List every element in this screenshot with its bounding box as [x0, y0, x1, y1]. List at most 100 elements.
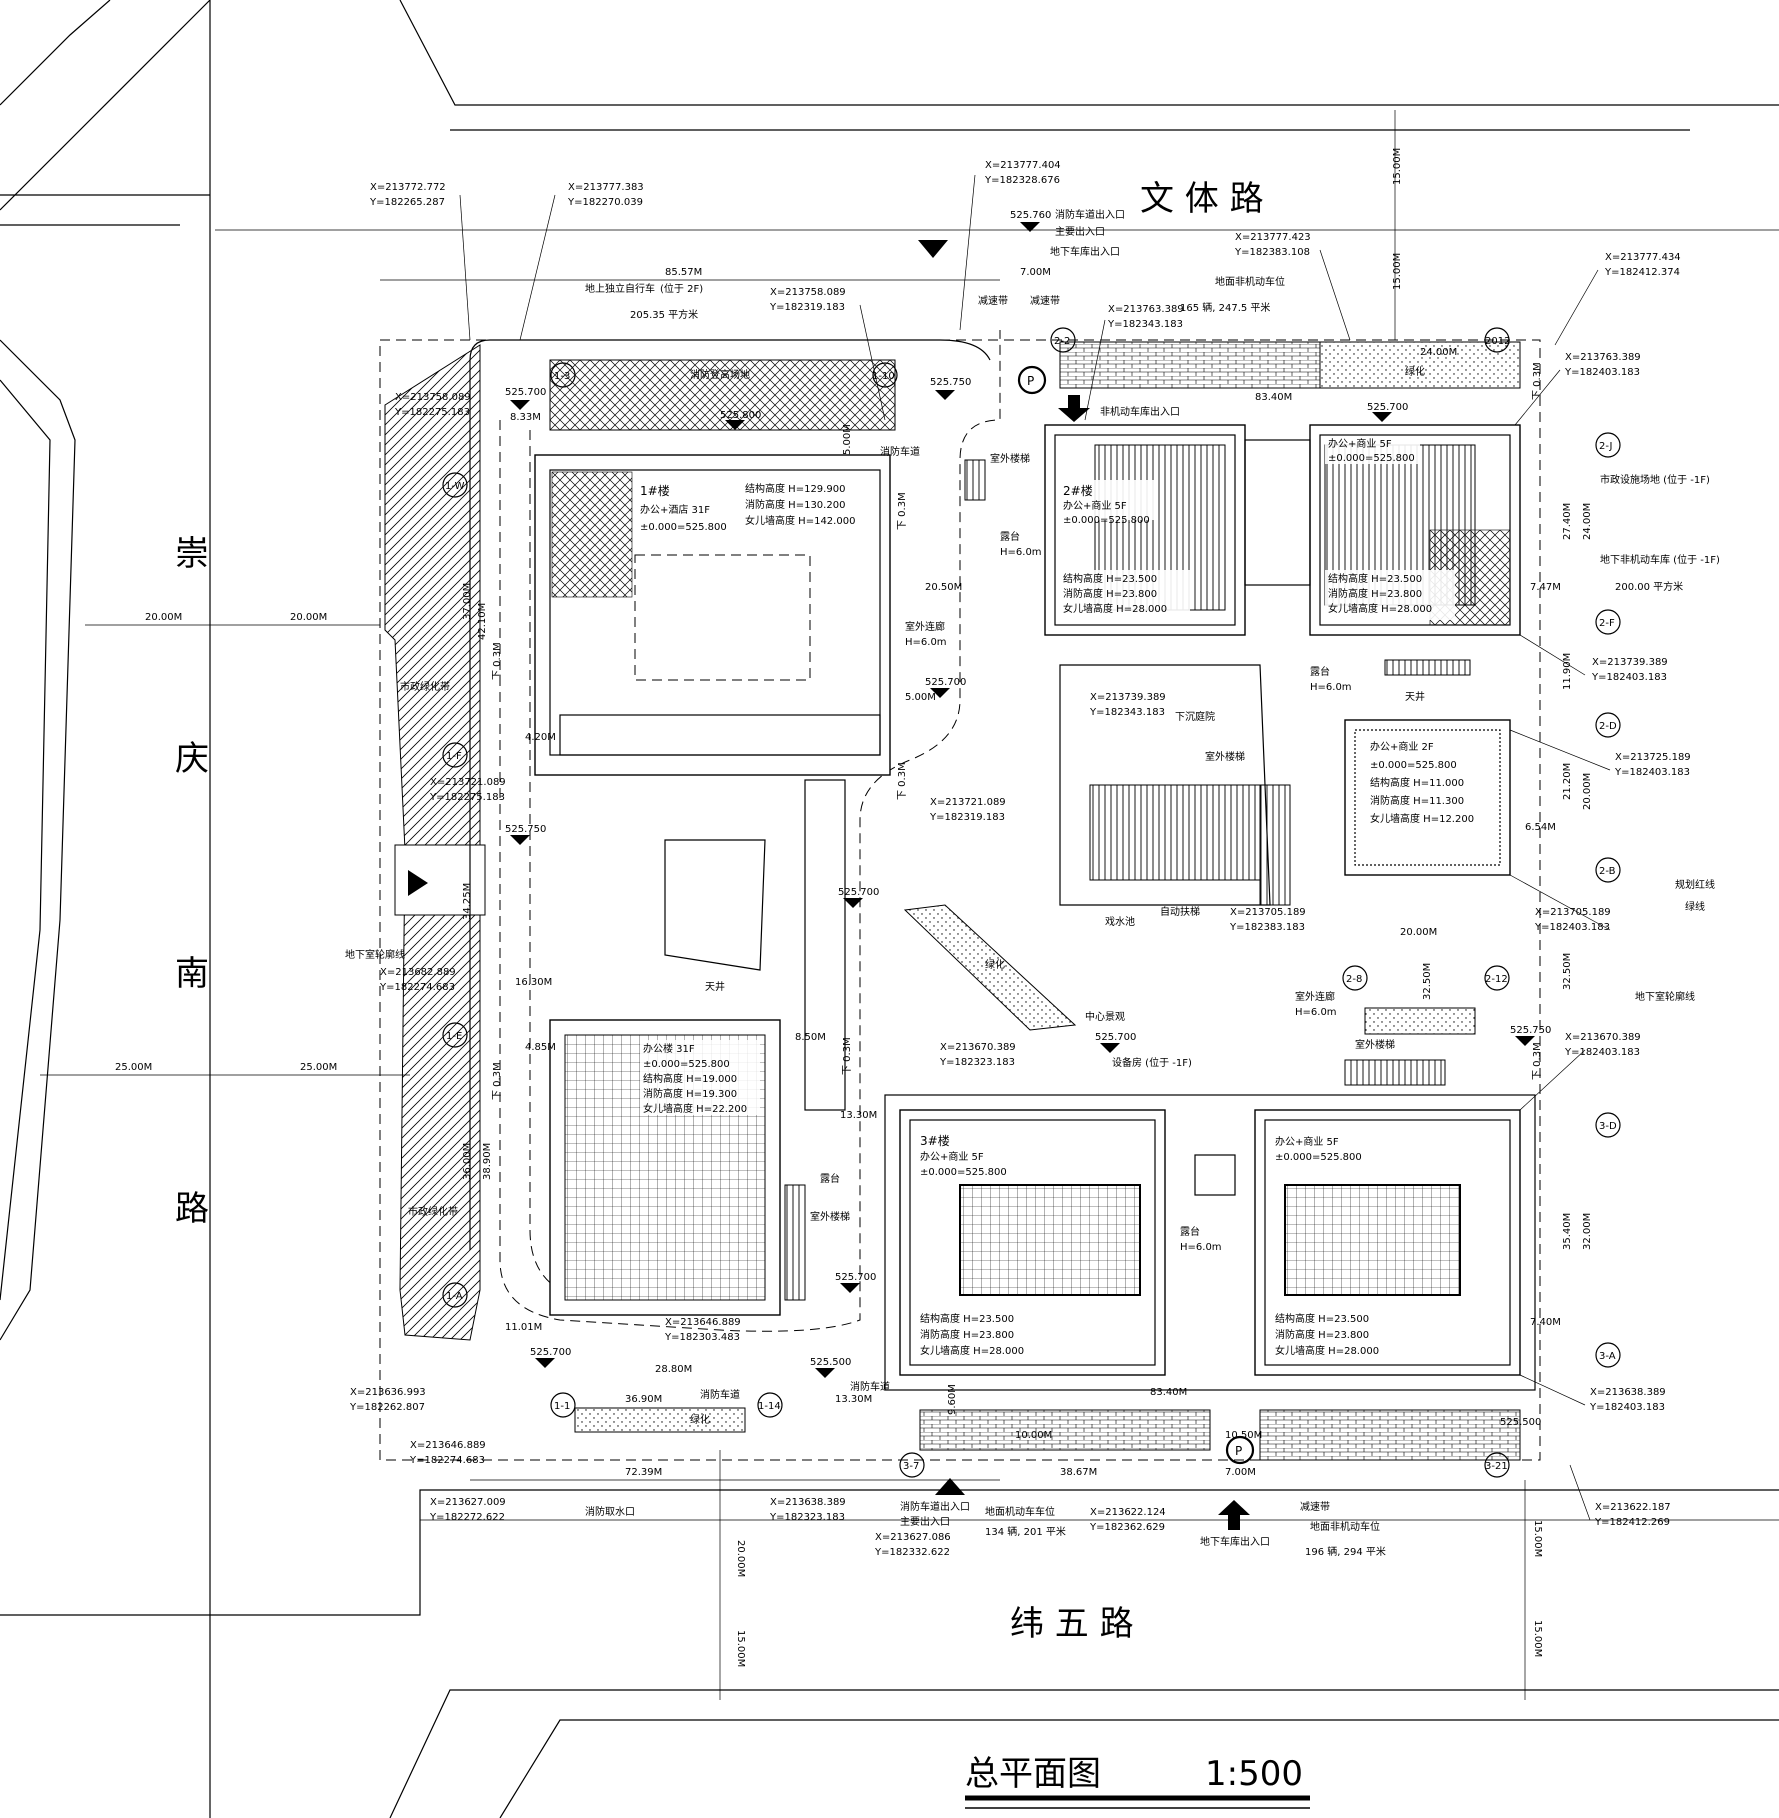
label-redline-2: 绿线	[1685, 900, 1705, 913]
coord-c15-x: X=213705.189	[1535, 907, 1611, 918]
b2a-h1: 结构高度 H=23.500	[1063, 572, 1157, 585]
building-1-podium: 办公楼 31F ±0.000=525.800 结构高度 H=19.000 消防高…	[549, 1019, 781, 1316]
dim-3540: 35.40M	[1562, 1213, 1573, 1250]
dim-1190: 11.90M	[1562, 653, 1573, 690]
road-name-west-1: 崇	[175, 534, 209, 574]
coordinate-labels: X=213772.772 Y=182265.287 X=213777.383 Y…	[349, 160, 1691, 1558]
central-landscape-label: 绿化	[985, 958, 1005, 971]
coord-c13-x: X=213721.089	[430, 777, 506, 788]
label-ug-exit-n: 地下车库出入口	[1050, 245, 1120, 258]
b3-podium-outline	[884, 1094, 1536, 1391]
coord-c8-x: X=213763.389	[1565, 352, 1641, 363]
dim-1101: 11.01M	[505, 1322, 542, 1333]
label-above-bike: (位于 2F)	[660, 282, 703, 295]
b1-use: 办公+酒店 31F	[640, 503, 710, 516]
dim-850: 8.50M	[795, 1032, 826, 1043]
label-bike-entry: 非机动车库出入口	[1100, 405, 1180, 418]
b2c-use: 办公+商业 2F	[1370, 740, 1434, 753]
axis-1f: 1-F	[446, 751, 462, 762]
coord-c28-y: Y=182412.269	[1594, 1517, 1670, 1528]
skylight-1-label: 天井	[705, 980, 725, 993]
dim-654: 6.54M	[1525, 822, 1556, 833]
b2a-h2: 消防高度 H=23.800	[1063, 587, 1157, 600]
coord-c27-x: X=213622.124	[1090, 1507, 1166, 1518]
down-03-b: 下 0.3M	[492, 642, 503, 680]
coord-c19-x: X=213670.389	[1565, 1032, 1641, 1043]
dim-2050: 20.50M	[925, 582, 962, 593]
label-ug-line: 地下室轮廓线	[345, 948, 405, 961]
label-corridor-2-h: H=6.0m	[1295, 1007, 1337, 1018]
road-name-west-2: 庆	[175, 739, 209, 779]
label-main-entry-n: 主要出入口	[1055, 225, 1105, 238]
label-platform-3: 露台	[820, 1172, 840, 1185]
site-entry-arrow-west	[408, 870, 428, 896]
entry-arrow-south	[935, 1478, 965, 1495]
dim-3690: 36.90M	[625, 1394, 662, 1405]
axis-110: 1-10	[872, 371, 895, 382]
dim-north-bottom: 15.00M	[1392, 253, 1403, 290]
coord-c16-x: X=213705.189	[1230, 907, 1306, 918]
dim-west-b1: 25.00M	[115, 1062, 152, 1073]
sunken-plaza: 下沉庭院 室外楼梯 自动扶梯 戏水池	[1059, 664, 1291, 928]
coord-c24-y: Y=182272.622	[429, 1512, 505, 1523]
coord-c12-y: Y=182403.183	[1614, 767, 1690, 778]
down-03-g: 下 0.3M	[1532, 362, 1543, 400]
building-3b: 办公+商业 5F ±0.000=525.800 结构高度 H=23.500 消防…	[1254, 1109, 1521, 1376]
dim-4210: 42.10M	[477, 603, 488, 640]
coord-c7-y: Y=182343.183	[1107, 319, 1183, 330]
label-fire-lane-1: 消防车道	[880, 445, 920, 458]
coord-c10-y: Y=182403.183	[1591, 672, 1667, 683]
escalator-label: 自动扶梯	[1160, 905, 1200, 918]
dim-3250b: 32.50M	[1562, 953, 1573, 990]
label-ground-bike-n: 地上独立自行车	[585, 282, 655, 295]
b2a-name: 2#楼	[1063, 483, 1093, 498]
green-strip-south	[574, 1407, 746, 1433]
label-deceleration-s: 减速带	[1300, 1501, 1330, 1513]
b1-h1: 结构高度 H=129.900	[745, 482, 845, 495]
down-03-e: 下 0.3M	[1532, 1042, 1543, 1080]
coord-c26-y: Y=182332.622	[874, 1547, 950, 1558]
b1p-base: ±0.000=525.800	[643, 1059, 730, 1070]
label-ground-parking-s: 地面机动车车位	[985, 1505, 1055, 1518]
dim-2000b: 20.00M	[1582, 773, 1593, 810]
coord-c25-y: Y=182323.183	[769, 1512, 845, 1523]
coord-c4-y: Y=182383.108	[1234, 247, 1310, 258]
b2-connector	[1244, 439, 1311, 586]
outdoor-stair-2-label: 室外楼梯	[1205, 750, 1245, 763]
label-fire-entry-w: 消防车道	[700, 1388, 740, 1401]
elev-12: 525.750	[1510, 1025, 1551, 1036]
axis-3d: 3-D	[1599, 1121, 1617, 1132]
b3-core-box	[1194, 1154, 1236, 1196]
road-width-dims: 15.00M 15.00M 20.00M 20.00M 25.00M 25.00…	[40, 110, 1543, 1700]
label-fire-hydrant: 消防取水口	[585, 1505, 635, 1518]
dim-3600: 36.00M	[462, 1143, 473, 1180]
dim-2400b: 24.00M	[1582, 503, 1593, 540]
dim-south-east: 15.00M	[1532, 1520, 1543, 1557]
coord-c11-y: Y=182343.183	[1089, 707, 1165, 718]
b1p-use: 办公楼 31F	[643, 1042, 695, 1055]
building-1: 1#楼 办公+酒店 31F ±0.000=525.800 结构高度 H=129.…	[534, 359, 896, 776]
elev-14: 525.700	[530, 1347, 571, 1358]
coord-c21-y: Y=182262.807	[349, 1402, 425, 1413]
b2c-h2: 消防高度 H=11.300	[1370, 794, 1464, 807]
annotation-labels: 消防车道出入口 主要出入口 地下车库出入口 地上独立自行车 (位于 2F) 20…	[345, 208, 1720, 1558]
road-name-west-4: 路	[175, 1189, 209, 1229]
label-ug-exit-s: 地下车库出入口	[1200, 1535, 1270, 1548]
dim-south-top: 20.00M	[735, 1540, 746, 1577]
dim-8340a: 83.40M	[1255, 392, 1292, 403]
axis-13: 1-3	[554, 371, 570, 382]
b3a-h1: 结构高度 H=23.500	[920, 1312, 1014, 1325]
label-decel-1: 减速带	[978, 295, 1008, 307]
b2b-h1: 结构高度 H=23.500	[1328, 572, 1422, 585]
label-ground-parking-s-count: 134 辆, 201 平米	[985, 1525, 1066, 1538]
b3b-h1: 结构高度 H=23.500	[1275, 1312, 1369, 1325]
building-2a: 2#楼 办公+商业 5F ±0.000=525.800 结构高度 H=23.50…	[1044, 424, 1246, 636]
axis-11: 1-1	[554, 1401, 570, 1412]
axis-37: 3-7	[903, 1461, 919, 1472]
label-ug-bike-area: 200.00 平方米	[1615, 580, 1683, 593]
label-outdoor-stair-4: 室外楼梯	[810, 1210, 850, 1223]
label-green-strip-north: 绿化	[1405, 365, 1425, 378]
dim-3250a: 32.50M	[1422, 963, 1433, 1000]
